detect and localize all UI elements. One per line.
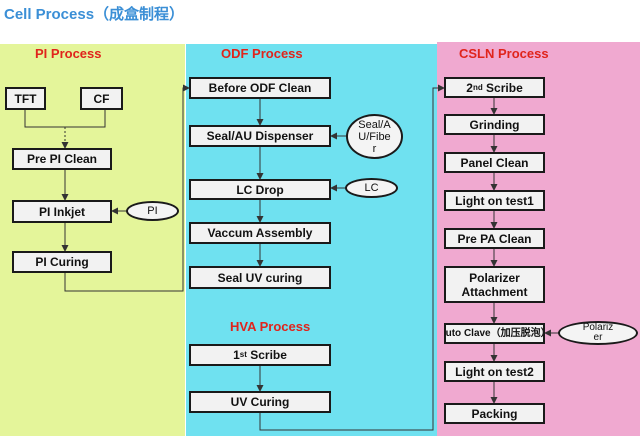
panel-clean-box: Panel Clean <box>444 152 545 173</box>
lc-material-oval: LC <box>345 178 398 198</box>
seal-au-fiber-line3: r <box>372 142 377 155</box>
first-scribe-label: Scribe <box>246 348 287 362</box>
pi-material-oval: PI <box>126 201 179 221</box>
connector-tft-cf-merge <box>24 110 106 128</box>
pi-inkjet-box: PI Inkjet <box>12 200 112 223</box>
second-scribe-ordinal: nd <box>472 82 483 92</box>
light-on-test2-box: Light on test2 <box>444 361 545 382</box>
before-odf-clean-box: Before ODF Clean <box>189 77 331 99</box>
grinding-box: Grinding <box>444 114 545 135</box>
polarizer-attachment-line2: Attachment <box>461 284 528 299</box>
tft-box: TFT <box>5 87 46 110</box>
hva-process-title: HVA Process <box>230 319 311 334</box>
seal-au-fiber-line2: U/Fibe <box>358 130 391 143</box>
seal-au-fiber-oval: Seal/A U/Fibe r <box>346 114 403 159</box>
polarizer-material-oval: Polariz er <box>558 321 638 345</box>
connector-uv-curing-to-csln <box>259 84 445 431</box>
packing-box: Packing <box>444 403 545 424</box>
pre-pi-clean-box: Pre PI Clean <box>12 148 112 170</box>
pre-pa-clean-box: Pre PA Clean <box>444 228 545 249</box>
first-scribe-number: 1 <box>233 348 240 362</box>
cf-box: CF <box>80 87 123 110</box>
vaccum-assembly-box: Vaccum Assembly <box>189 222 331 244</box>
polarizer-material-line1: Polariz <box>582 322 614 333</box>
light-on-test1-box: Light on test1 <box>444 190 545 211</box>
polarizer-attachment-line1: Polarizer <box>469 270 520 285</box>
uv-curing-box: UV Curing <box>189 391 331 413</box>
polarizer-attachment-box: Polarizer Attachment <box>444 266 545 303</box>
auto-clave-box: Auto Clave（加压脱泡） <box>444 323 545 344</box>
pi-curing-box: PI Curing <box>12 251 112 273</box>
polarizer-material-line2: er <box>593 332 603 343</box>
connector-pi-curing-to-odf <box>64 84 190 292</box>
pi-process-title: PI Process <box>35 46 102 61</box>
seal-uv-curing-box: Seal UV curing <box>189 266 331 289</box>
first-scribe-ordinal: st <box>239 350 247 359</box>
second-scribe-label: Scribe <box>482 80 523 95</box>
page-title: Cell Process（成盒制程） <box>4 6 185 23</box>
odf-process-title: ODF Process <box>221 46 303 61</box>
lc-drop-box: LC Drop <box>189 179 331 200</box>
seal-au-dispenser-box: Seal/AU Dispenser <box>189 125 331 147</box>
second-scribe-number: 2 <box>466 80 473 95</box>
csln-process-title: CSLN Process <box>459 46 549 61</box>
seal-au-fiber-line1: Seal/A <box>358 118 391 131</box>
